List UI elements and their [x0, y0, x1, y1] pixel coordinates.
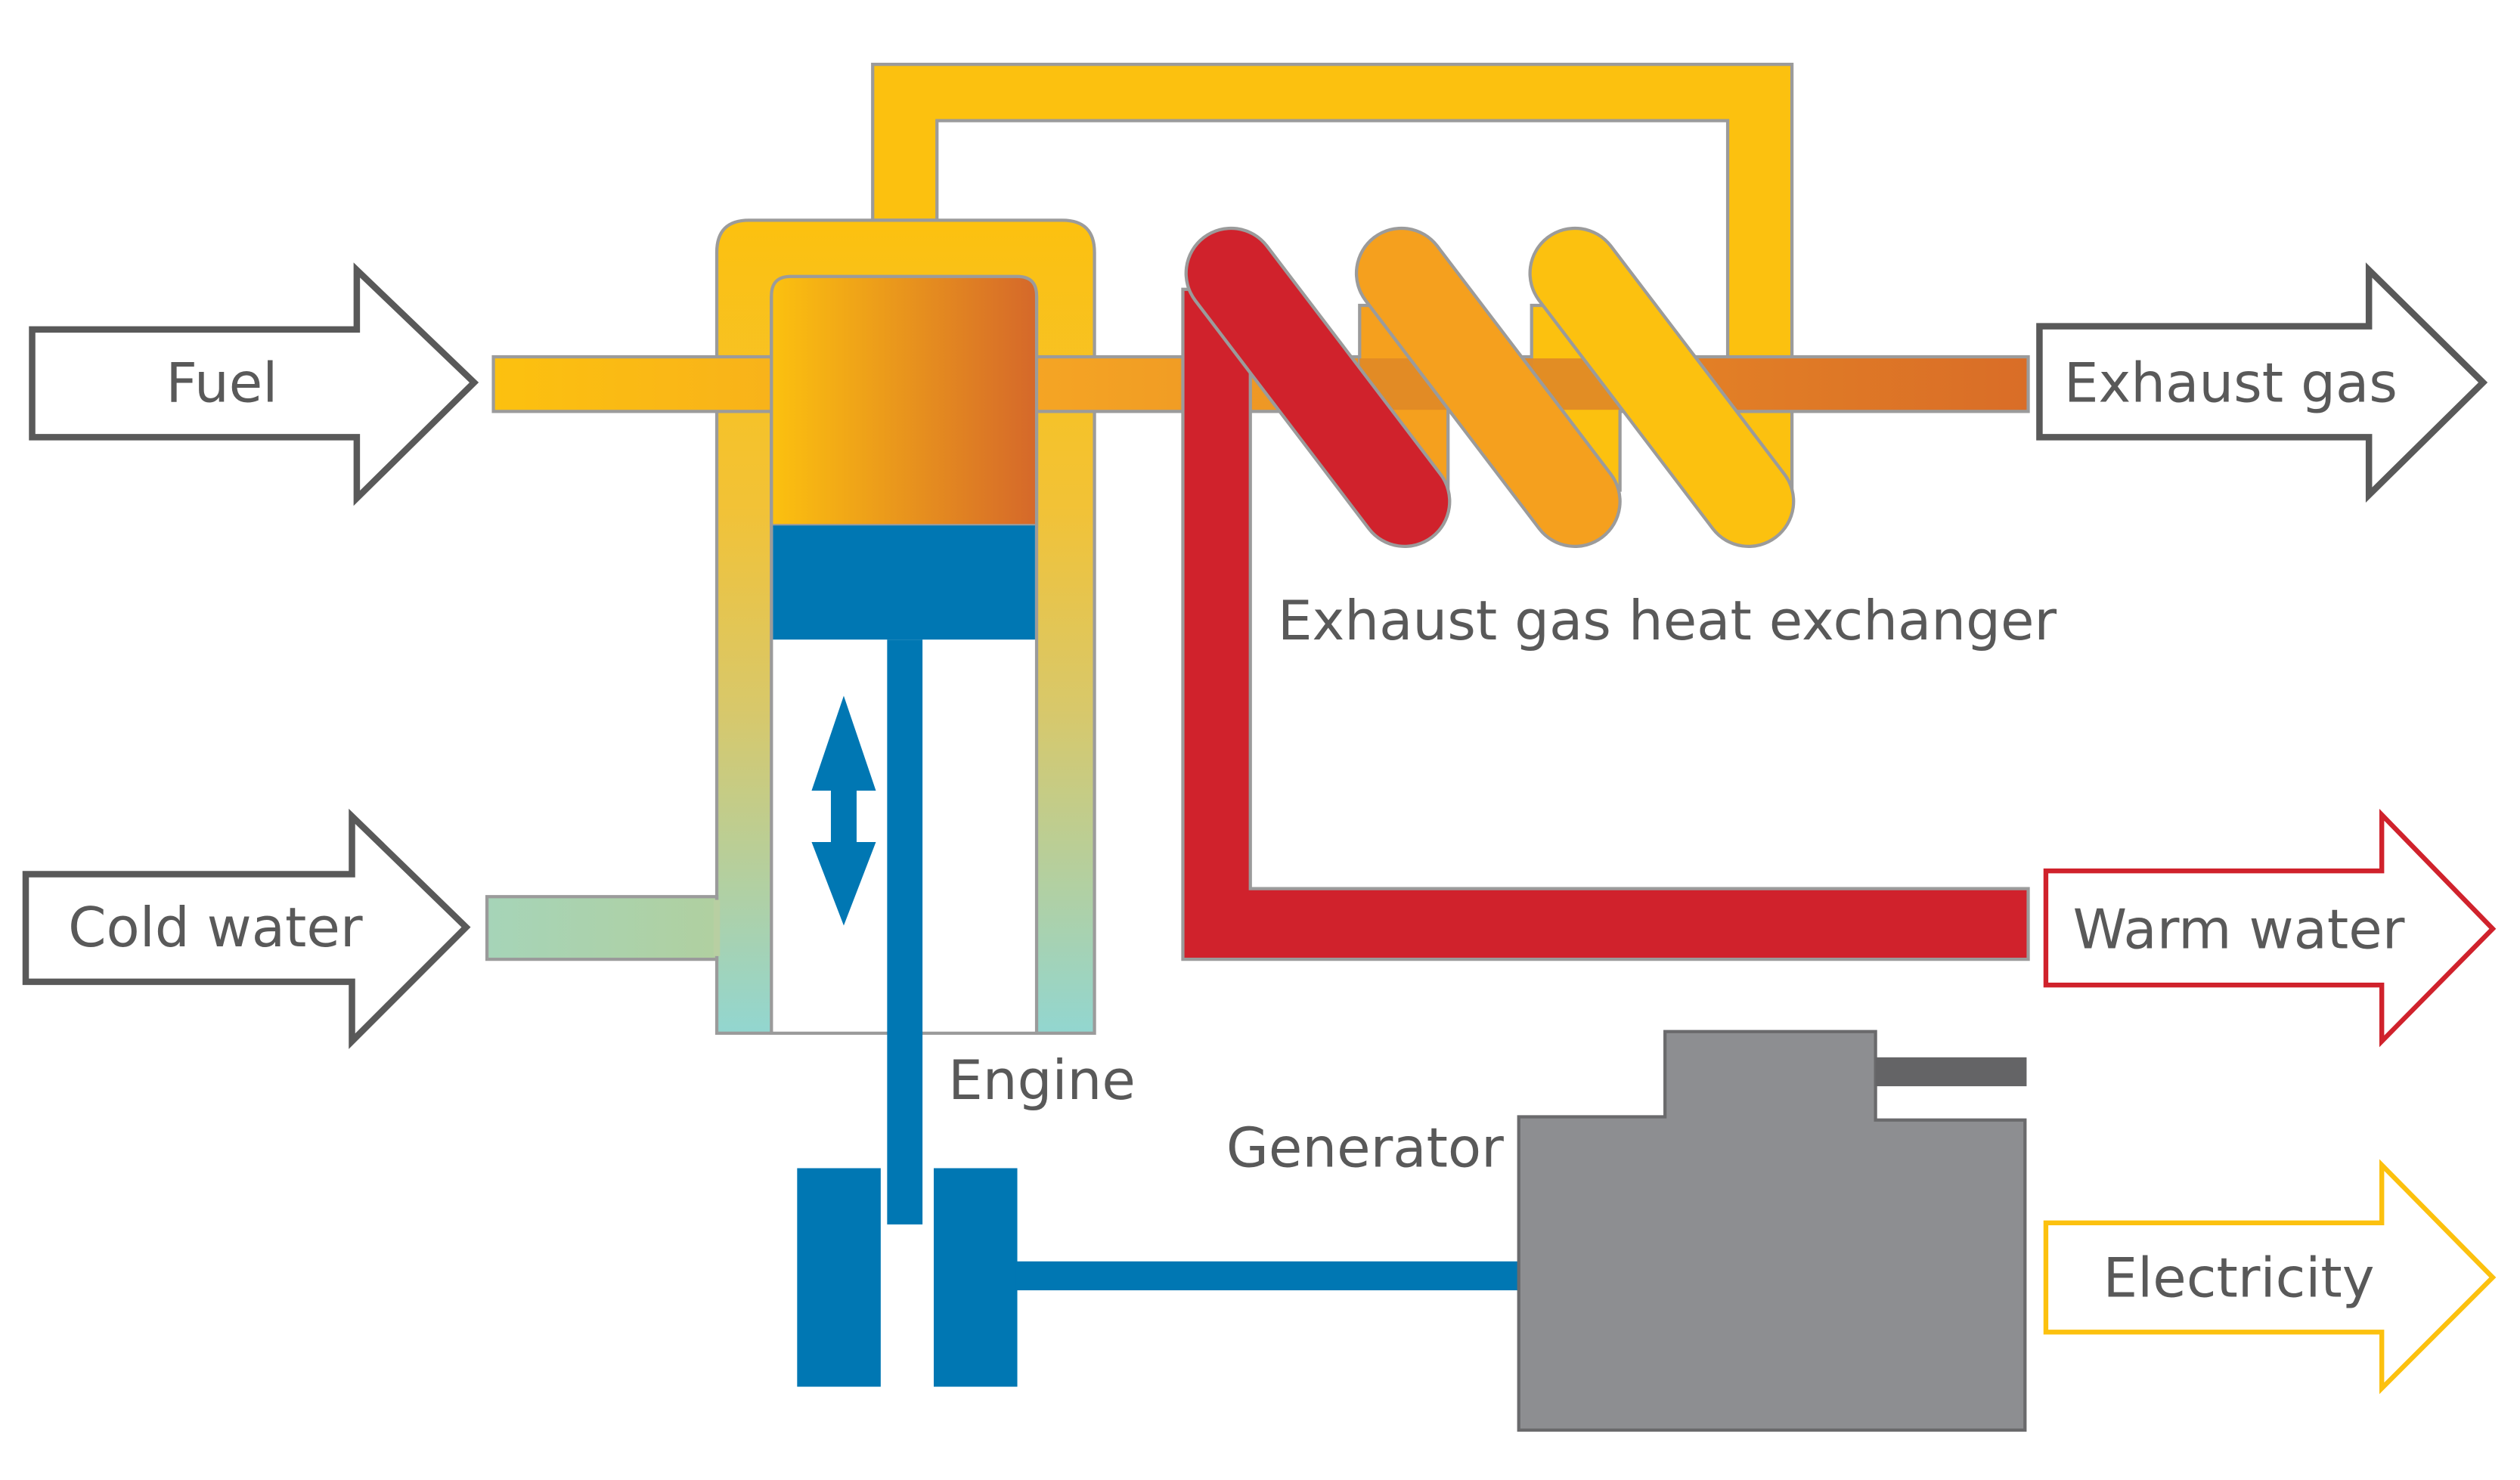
generator	[1517, 1029, 2027, 1432]
cold-water-arrow: Cold water	[22, 808, 471, 1049]
warm-water-arrow: Warm water	[2043, 808, 2497, 1048]
fuel-arrow: Fuel	[29, 262, 479, 506]
electricity-arrow: Electricity	[2043, 1159, 2497, 1395]
piston	[773, 525, 1035, 640]
drive-shaft	[1015, 1261, 1522, 1291]
electricity-label: Electricity	[2103, 1247, 2375, 1311]
combustion-chamber	[770, 274, 1039, 528]
engine-label: Engine	[948, 1049, 1136, 1113]
cold-water-pipe	[485, 895, 719, 961]
fuel-label: Fuel	[166, 352, 277, 416]
heat-exchanger-coils	[1184, 226, 1796, 548]
crank-block-right	[933, 1168, 1018, 1387]
crank-block-left	[797, 1168, 881, 1387]
connecting-rod	[887, 639, 923, 1225]
heat-exchanger-label: Exhaust gas heat exchanger	[1278, 590, 2057, 653]
cold-water-label: Cold water	[68, 896, 363, 960]
reciprocating-motion-icon	[811, 695, 876, 926]
warm-water-label: Warm water	[2073, 898, 2405, 961]
generator-terminal	[1875, 1057, 2027, 1087]
exhaust-gas-arrow: Exhaust gas	[2036, 262, 2488, 503]
exhaust-gas-label: Exhaust gas	[2064, 352, 2398, 416]
generator-label: Generator	[1226, 1116, 1504, 1180]
